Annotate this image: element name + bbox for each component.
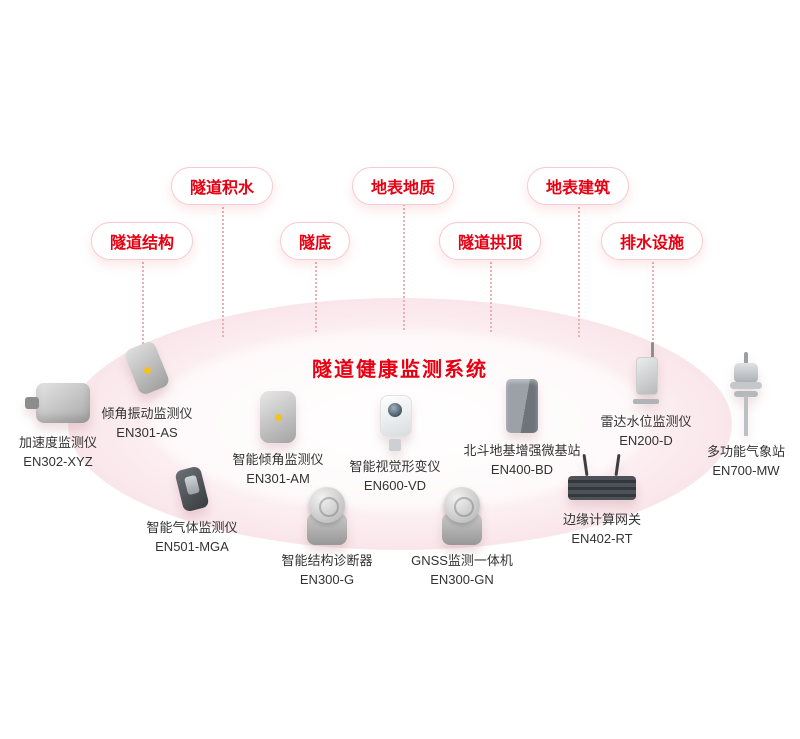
device-model: EN301-AM: [246, 471, 310, 486]
device-label: 倾角振动监测仪 EN301-AS: [101, 404, 192, 442]
device-label: 加速度监测仪 EN302-XYZ: [19, 433, 97, 471]
gas-monitor-icon: [172, 465, 212, 513]
device-accelerometer: 加速度监测仪 EN302-XYZ: [5, 381, 111, 471]
camera-mount: [389, 439, 401, 451]
connector-surface-geology: [403, 199, 405, 330]
category-pill-tunnel-bottom: 隧底: [279, 222, 351, 260]
connector-tunnel-bottom: [315, 254, 317, 332]
device-model: EN600-VD: [363, 478, 427, 493]
device-label: GNSS监测一体机 EN300-GN: [411, 551, 513, 589]
device-label: 智能气体监测仪 EN501-MGA: [146, 518, 237, 556]
structure-diagnoser-icon: [301, 487, 353, 545]
category-pill-tunnel-water: 隧道积水: [170, 167, 274, 205]
beidou-base-station-icon: [504, 377, 540, 435]
device-name: 北斗地基增强微基站: [463, 443, 581, 458]
device-model: EN300-GN: [430, 572, 494, 587]
diagnoser-ring: [319, 497, 339, 517]
accelerometer-icon: [22, 381, 94, 427]
indicator-dot: [275, 414, 282, 421]
accelerometer-body: [36, 383, 90, 423]
device-label: 北斗地基增强微基站 EN400-BD: [463, 441, 580, 479]
connector-drainage: [652, 254, 654, 344]
camera-lens: [388, 403, 402, 417]
antenna-right-icon: [614, 453, 621, 477]
device-label: 智能视觉形变仪 EN600-VD: [349, 457, 440, 495]
device-label: 边缘计算网关 EN402-RT: [563, 510, 641, 548]
radar-level-sensor-icon: [627, 342, 665, 406]
gnss-ring: [454, 497, 474, 517]
device-model: EN301-AS: [116, 425, 178, 440]
connector-tunnel-water: [222, 199, 224, 337]
radar-antenna: [651, 342, 654, 360]
device-vision-camera: 智能视觉形变仪 EN600-VD: [343, 395, 447, 495]
tilt-vibration-sensor-icon: [116, 339, 178, 398]
connector-tunnel-structure: [142, 254, 144, 344]
device-gnss: GNSS监测一体机 EN300-GN: [410, 487, 514, 589]
category-pill-tunnel-structure: 隧道结构: [90, 222, 194, 260]
device-radar-level: 雷达水位监测仪 EN200-D: [594, 342, 698, 450]
device-model: EN300-G: [299, 572, 355, 587]
weather-antenna: [744, 352, 748, 364]
device-model: EN400-BD: [490, 462, 554, 477]
device-model: EN200-D: [619, 433, 673, 448]
device-label: 多功能气象站 EN700-MW: [707, 442, 785, 480]
gateway-body: [568, 476, 636, 500]
device-name: 智能结构诊断器: [281, 553, 373, 568]
device-label: 雷达水位监测仪 EN200-D: [600, 412, 691, 450]
weather-shield-disc: [730, 382, 762, 389]
category-pill-tunnel-arch: 隧道拱顶: [438, 222, 542, 260]
device-model: EN700-MW: [712, 463, 780, 478]
device-label: 智能结构诊断器 EN300-G: [281, 551, 372, 589]
gnss-receiver-icon: [436, 487, 488, 545]
device-weather-station: 多功能气象站 EN700-MW: [694, 352, 798, 480]
indicator-dot: [144, 367, 151, 374]
weather-shield-disc-2: [734, 391, 758, 397]
connector-tunnel-arch: [490, 254, 492, 332]
accelerometer-connector: [25, 397, 39, 409]
antenna-left-icon: [582, 453, 589, 477]
device-name: 多功能气象站: [706, 444, 785, 459]
radar-foot: [633, 399, 659, 404]
device-name: GNSS监测一体机: [411, 553, 513, 568]
device-name: 倾角振动监测仪: [101, 406, 193, 421]
device-name: 雷达水位监测仪: [600, 414, 692, 429]
vision-camera-icon: [372, 395, 418, 451]
device-label: 智能倾角监测仪 EN301-AM: [232, 450, 323, 488]
device-tilt-vibration: 倾角振动监测仪 EN301-AS: [95, 339, 199, 442]
diagram-title: 隧道健康监测系统: [312, 359, 488, 381]
category-pill-surface-geology: 地表地质: [351, 167, 455, 205]
edge-gateway-icon: [568, 452, 636, 504]
device-smart-tilt: 智能倾角监测仪 EN301-AM: [226, 390, 330, 488]
device-name: 边缘计算网关: [562, 512, 641, 527]
device-model: EN302-XYZ: [23, 454, 93, 469]
device-model: EN501-MGA: [155, 539, 229, 554]
device-name: 加速度监测仪: [18, 435, 97, 450]
device-edge-gateway: 边缘计算网关 EN402-RT: [543, 452, 661, 548]
weather-pole: [744, 396, 748, 436]
connector-surface-building: [578, 199, 580, 337]
base-station-body: [506, 379, 538, 433]
device-beidou-base-station: 北斗地基增强微基站 EN400-BD: [457, 377, 587, 479]
device-name: 智能视觉形变仪: [349, 459, 441, 474]
device-model: EN402-RT: [571, 531, 633, 546]
tilt-sensor-icon: [258, 390, 298, 444]
device-name: 智能气体监测仪: [146, 520, 238, 535]
weather-head: [734, 363, 758, 383]
category-pill-drainage: 排水设施: [600, 222, 704, 260]
weather-station-icon: [721, 352, 771, 436]
device-name: 智能倾角监测仪: [232, 452, 324, 467]
device-structure-diagnoser: 智能结构诊断器 EN300-G: [275, 487, 379, 589]
device-gas-monitor: 智能气体监测仪 EN501-MGA: [140, 465, 244, 556]
category-pill-surface-building: 地表建筑: [526, 167, 630, 205]
radar-body: [636, 357, 658, 395]
